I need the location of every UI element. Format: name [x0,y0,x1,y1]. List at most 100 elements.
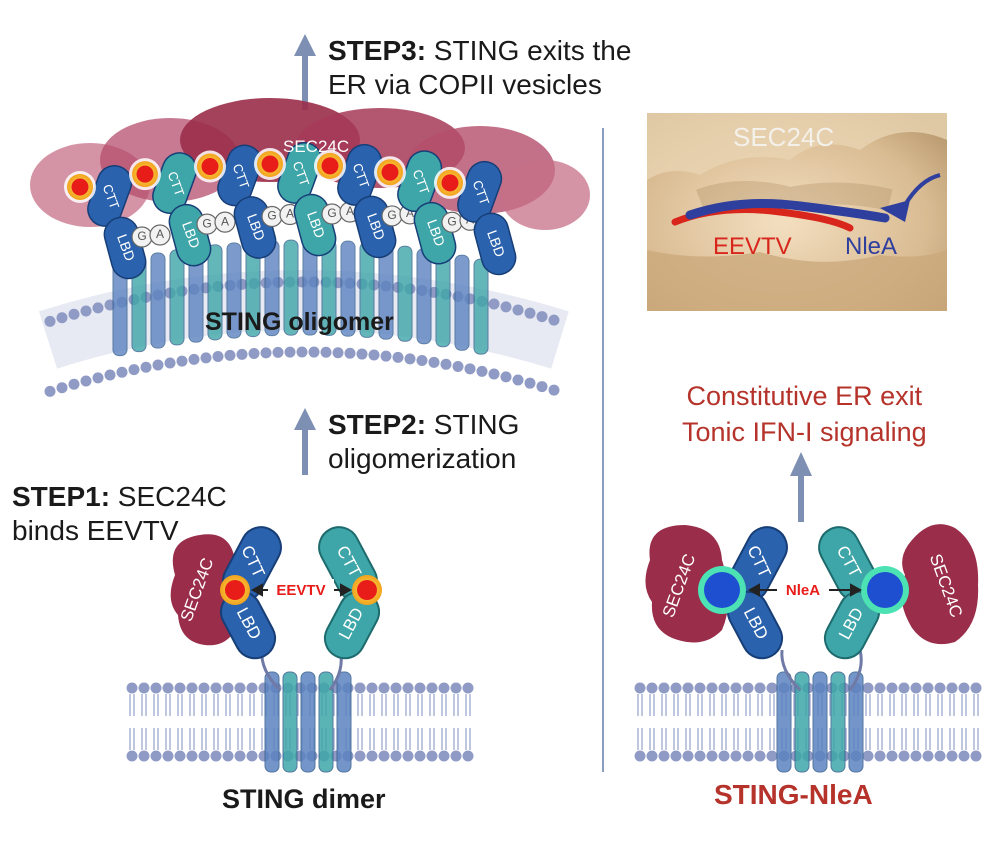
tm-helix [848,671,864,773]
dimer-membrane [126,671,474,773]
lipid-head [874,750,886,762]
arrow-step2 [294,408,316,475]
lipid-head [634,682,646,694]
lipid-head [898,682,910,694]
lipid-head [222,750,234,762]
lipid-head [426,682,438,694]
lipid-head [234,682,246,694]
tm-helix [435,251,451,348]
tm-helix [830,671,846,773]
tm-helix [454,254,470,351]
lipid-head [414,750,426,762]
tm-helix [150,252,166,349]
lipid-head [198,750,210,762]
lipid-head [462,682,474,694]
g-label: G [327,206,336,220]
tm-helix [416,248,432,345]
lipid-head [186,750,198,762]
lipid-head [694,750,706,762]
lipid-head [862,682,874,694]
structure-nlea-label: NleA [845,233,898,260]
lipid-head [426,750,438,762]
lipid-head [138,682,150,694]
lipid-head [946,750,958,762]
lipid-head [934,750,946,762]
lipid-head [730,682,742,694]
lipid-head [934,682,946,694]
outcome-label: Constitutive ER exit Tonic IFN-I signali… [682,378,927,450]
a-label: A [221,214,229,228]
eevtv-core [261,155,279,173]
oligomer-helices [112,239,489,357]
tm-helix [169,249,185,346]
oligomer-sec24c-label: SEC24C [283,137,350,156]
g-label: G [202,216,211,230]
curved-membrane [38,239,569,397]
tm-helix [397,245,413,342]
tm-helix [318,671,334,773]
eevtv-core [201,158,219,175]
lipid-head [366,750,378,762]
lipid-head [682,750,694,762]
structure-sec24c-label: SEC24C [733,122,835,152]
lipid-head [354,682,366,694]
lipid-head [730,750,742,762]
sting-nlea-label: STING-NleA [714,779,873,810]
lipid-head [634,750,646,762]
lipid-head [186,682,198,694]
tm-helix [812,671,828,773]
lipid-head [706,682,718,694]
tm-helix [300,671,316,773]
eevtv-motif-label: EEVTV [276,582,325,599]
outcome-line1: Constitutive ER exit [686,381,923,411]
g-label: G [267,209,276,223]
lipid-head [658,682,670,694]
lipid-head [874,682,886,694]
lipid-head [670,750,682,762]
tm-helix [207,244,223,341]
tm-helix [794,671,810,773]
lipid-head [970,682,982,694]
lipid-head [970,750,982,762]
lipid-head [402,682,414,694]
lipid-head [862,750,874,762]
lipid-head [390,682,402,694]
step3-bold: STEP3: [328,35,427,66]
step3-line2: ER via COPII vesicles [328,69,602,100]
lipid-head [150,682,162,694]
lipid-head [138,750,150,762]
step1-label: STEP1: SEC24C binds EEVTV [12,480,227,548]
lipid-head [450,750,462,762]
a-bead [214,211,236,233]
lipid-head [162,750,174,762]
tm-helix [340,240,356,337]
sting-dimer-label: STING dimer [222,784,386,814]
tm-helix [473,258,489,355]
lipid-head [766,682,778,694]
lipid-head [958,682,970,694]
lipid-head [126,750,138,762]
a-label: A [346,204,354,218]
lipid-head [162,682,174,694]
lipid-head [198,682,210,694]
a-bead [149,224,171,246]
tm-helix [264,671,280,773]
g-label: G [137,229,146,243]
lipid-head [390,750,402,762]
lipid-head [126,682,138,694]
g-label: G [447,214,456,228]
lipid-head [742,750,754,762]
lipid-head [402,750,414,762]
lipid-head [438,750,450,762]
structure-eevtv-label: EEVTV [713,233,792,260]
lipid-head [754,750,766,762]
a-label: A [286,207,294,221]
lipid-head [378,750,390,762]
